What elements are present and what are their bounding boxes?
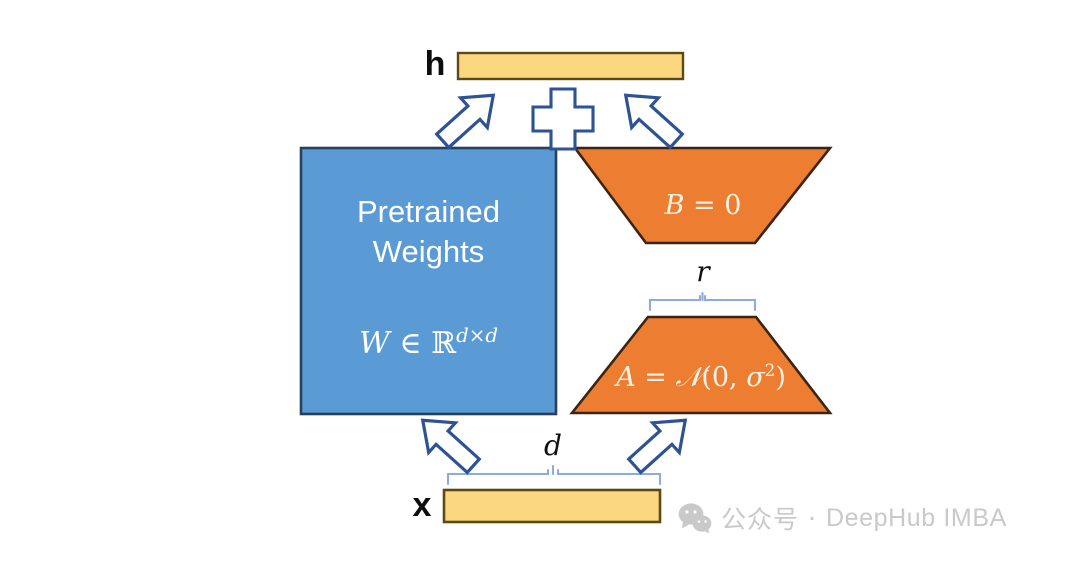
dim-brace-label: d [544,429,562,462]
lora-a-open-paren: ( [701,362,712,393]
input-activation-bar [442,488,662,524]
lora-b-formula: B = 0 [630,190,776,221]
formula-reals: ℝ [431,326,457,361]
pretrained-weights-formula: W ∈ ℝd×d [301,324,556,361]
output-label: h [424,45,446,83]
lora-a-trapezoid [569,315,833,415]
lora-b-rhs: 0 [724,190,742,221]
lora-b-eq: = [684,190,725,221]
watermark-chinese: 公众号 [721,505,800,534]
formula-exponent: d×d [456,324,498,347]
lora-a-formula: A = 𝒩(0, σ2) [588,360,814,394]
watermark-brand: DeepHub IMBA [825,503,1007,532]
arrow-x-to-pretrained [420,418,482,475]
lora-a-eq: = [635,362,676,393]
output-activation-bar [456,51,685,81]
lora-a-close-paren: ) [775,362,786,393]
watermark-separator: · [808,503,817,533]
formula-W: W [359,326,390,361]
watermark: 公众号 · DeepHub IMBA [678,500,1007,536]
wechat-icon [678,503,712,533]
formula-member: ∈ [389,326,432,361]
input-label: x [412,486,432,524]
lora-a-lhs: A [616,362,636,393]
lora-b-trapezoid [572,146,833,245]
rank-brace [648,291,757,312]
rank-brace-label: r [696,255,710,288]
lora-a-mean: 0 [711,362,730,393]
lora-b-lhs: B [664,190,685,221]
lora-a-sigma: σ [746,362,765,393]
arrow-pretrained-to-h [434,93,496,150]
lora-a-dist: 𝒩 [675,362,702,393]
arrow-lora-b-to-h [623,93,685,150]
lora-a-comma: , [729,362,747,393]
lora-a-sigma-exponent: 2 [764,360,776,380]
arrow-x-to-lora-a [626,418,688,475]
plus-operator [531,87,595,151]
pretrained-weights-title: Pretrained Weights [356,194,501,269]
pretrained-weights-box [299,146,558,416]
dim-brace [446,464,662,486]
